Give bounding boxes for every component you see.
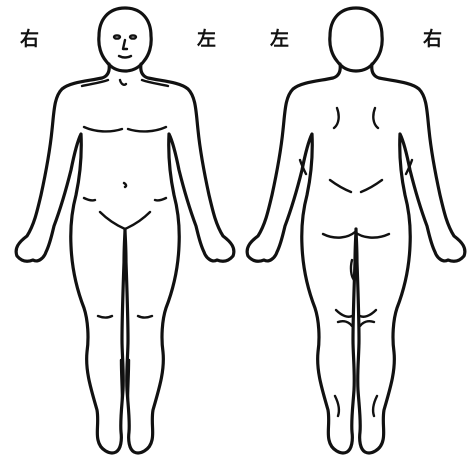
front-hip-right <box>155 198 166 200</box>
back-knee-right <box>360 310 376 326</box>
back-ankle-right <box>373 396 377 416</box>
front-right-eye <box>130 35 136 38</box>
back-shoulder-blade-left <box>334 108 339 128</box>
front-nose <box>123 40 127 49</box>
back-lower-back <box>330 180 382 192</box>
back-body-figure <box>247 8 465 453</box>
back-ankle-left <box>335 396 339 416</box>
front-groin <box>100 212 150 229</box>
front-shin-left <box>121 360 122 400</box>
front-mouth <box>119 56 131 58</box>
back-shoulder-blade-right <box>373 108 378 128</box>
front-shin-right <box>128 360 129 400</box>
back-head <box>330 8 382 71</box>
front-body-outline <box>16 64 234 453</box>
front-left-eye <box>114 35 120 38</box>
back-body-outline <box>247 64 465 453</box>
front-body-figure <box>16 8 234 453</box>
front-chest <box>84 127 166 131</box>
front-hip-left <box>84 198 95 200</box>
front-knee-right <box>138 316 152 318</box>
front-knee-left <box>98 316 112 318</box>
back-knee-left <box>336 310 352 326</box>
front-throat <box>120 80 126 85</box>
front-navel <box>124 183 126 187</box>
